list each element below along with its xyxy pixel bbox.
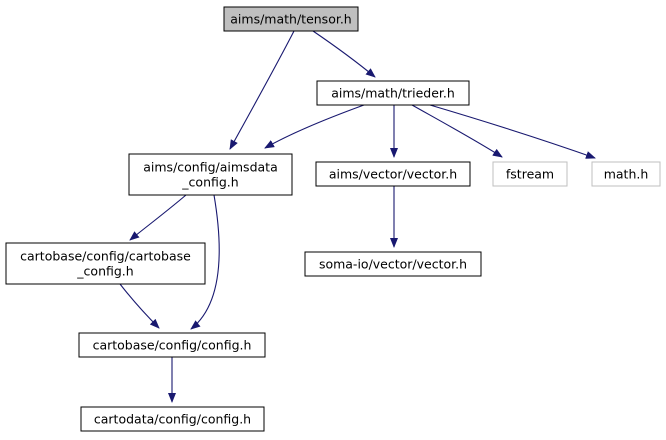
- node-label: cartobase/config/config.h: [93, 338, 252, 353]
- node-vector-h[interactable]: aims/vector/vector.h: [315, 161, 471, 187]
- node-label: _config.h: [181, 175, 238, 190]
- edge-trieder-to-aimsdata_config: [264, 104, 365, 149]
- node-label: fstream: [506, 167, 554, 182]
- edge-line: [119, 283, 160, 329]
- node-box: [304, 251, 482, 277]
- edge-trieder-to-math_h: [429, 104, 596, 159]
- node-box: [315, 161, 471, 187]
- edge-line: [411, 104, 503, 158]
- edges-layer: [119, 30, 596, 403]
- node-label: aims/config/aimsdata: [143, 160, 277, 175]
- edge-aimsdata_config-to-cartobase_config_h: [190, 194, 220, 330]
- edge-aimsdata_config-to-cartobase_config: [129, 194, 187, 241]
- edge-line: [312, 30, 376, 78]
- node-box: [78, 332, 266, 358]
- node-cartobase-config[interactable]: cartobase/config/cartobase_config.h: [5, 242, 206, 285]
- node-box: [80, 406, 265, 432]
- edge-tensor-to-aimsdata_config: [229, 30, 295, 150]
- edge-line: [190, 194, 220, 330]
- node-label: aims/math/tensor.h: [230, 12, 351, 27]
- node-box: [5, 242, 206, 285]
- edge-tensor-to-trieder: [312, 30, 376, 78]
- node-label: aims/math/trieder.h: [331, 86, 455, 101]
- edge-line: [229, 30, 295, 150]
- node-fstream: fstream: [492, 161, 568, 187]
- node-cartobase-config-h[interactable]: cartobase/config/config.h: [78, 332, 266, 358]
- node-label: soma-io/vector/vector.h: [319, 257, 467, 272]
- edge-line: [264, 104, 365, 149]
- node-trieder[interactable]: aims/math/trieder.h: [316, 80, 470, 106]
- node-label: math.h: [604, 167, 649, 182]
- node-math-h: math.h: [591, 161, 661, 187]
- nodes-layer: aims/math/tensor.h aims/math/trieder.h aim…: [5, 6, 661, 432]
- node-box: [128, 153, 293, 196]
- node-label: cartodata/config/config.h: [94, 412, 251, 427]
- node-label: cartobase/config/cartobase: [20, 249, 191, 264]
- edge-line: [429, 104, 596, 159]
- edge-trieder-to-fstream: [411, 104, 503, 158]
- edge-line: [129, 194, 187, 241]
- node-label: aims/vector/vector.h: [329, 167, 457, 182]
- node-box: [492, 161, 568, 187]
- node-box: [316, 80, 470, 106]
- node-box: [223, 6, 359, 32]
- node-tensor[interactable]: aims/math/tensor.h: [223, 6, 359, 32]
- node-soma-vector[interactable]: soma-io/vector/vector.h: [304, 251, 482, 277]
- node-box: [591, 161, 661, 187]
- node-cartodata-config-h[interactable]: cartodata/config/config.h: [80, 406, 265, 432]
- node-label: _config.h: [76, 264, 133, 279]
- node-aimsdata-config[interactable]: aims/config/aimsdata_config.h: [128, 153, 293, 196]
- edge-cartobase_config-to-cartobase_config_h: [119, 283, 160, 329]
